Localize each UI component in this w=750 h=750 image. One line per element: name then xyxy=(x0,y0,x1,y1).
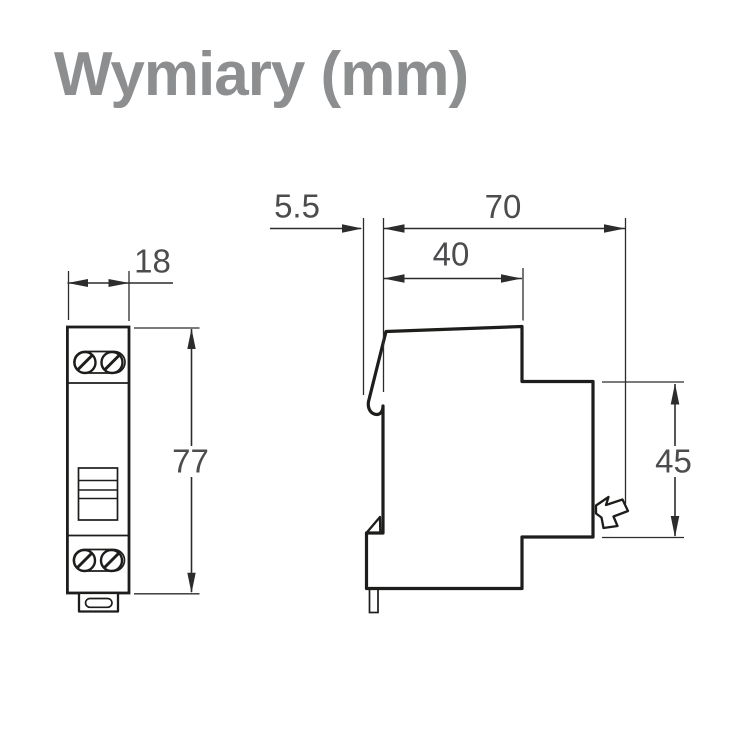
arrowhead-left-icon xyxy=(67,279,88,287)
page-title: Wymiary (mm) xyxy=(54,40,469,109)
arrowhead-right-icon xyxy=(501,274,522,283)
screw-slot-icon xyxy=(103,552,120,569)
arrowhead-left-icon xyxy=(383,224,405,233)
mounting-tab-slot xyxy=(84,597,113,609)
arrowhead-right-icon xyxy=(604,224,625,233)
top-terminal xyxy=(73,350,126,375)
dimension-depth-70: 70 xyxy=(382,188,627,504)
arrowhead-down-icon xyxy=(187,572,196,594)
dimension-label-45: 45 xyxy=(655,443,692,480)
dimension-label-18: 18 xyxy=(134,243,171,280)
toggle-lever-arrow-icon xyxy=(594,495,630,530)
side-view: 5.5 70 40 xyxy=(270,188,692,614)
arrowhead-down-icon xyxy=(670,516,680,537)
dimension-offset-5-5: 5.5 xyxy=(270,188,365,395)
dimension-label-70: 70 xyxy=(485,188,522,225)
arrowhead-up-icon xyxy=(670,383,680,405)
arrowhead-up-icon xyxy=(187,328,196,349)
arrowhead-right-icon xyxy=(342,224,363,233)
dimension-label-40: 40 xyxy=(433,236,470,273)
front-view: 18 77 xyxy=(66,243,209,613)
dimension-upper-depth-40: 40 xyxy=(383,236,524,321)
din-clip-tab xyxy=(365,515,382,534)
dimension-height-77: 77 xyxy=(134,327,209,595)
terminal-pin xyxy=(368,587,379,614)
screw-slot-icon xyxy=(103,354,121,371)
switch-window-outline xyxy=(77,467,119,521)
mounting-tab xyxy=(77,591,120,613)
bottom-terminal xyxy=(72,548,126,573)
side-profile-outline xyxy=(364,324,595,591)
screw-slot-icon xyxy=(76,354,94,371)
dimension-width-18: 18 xyxy=(67,243,173,321)
arrowhead-left-icon xyxy=(383,274,405,283)
screw-slot-icon xyxy=(76,552,93,569)
dimension-label-5-5: 5.5 xyxy=(274,188,320,225)
arrowhead-right-icon xyxy=(108,279,129,287)
dimension-label-77: 77 xyxy=(172,443,209,480)
dimension-rail-height-45: 45 xyxy=(602,381,692,539)
switch-window xyxy=(77,467,119,521)
